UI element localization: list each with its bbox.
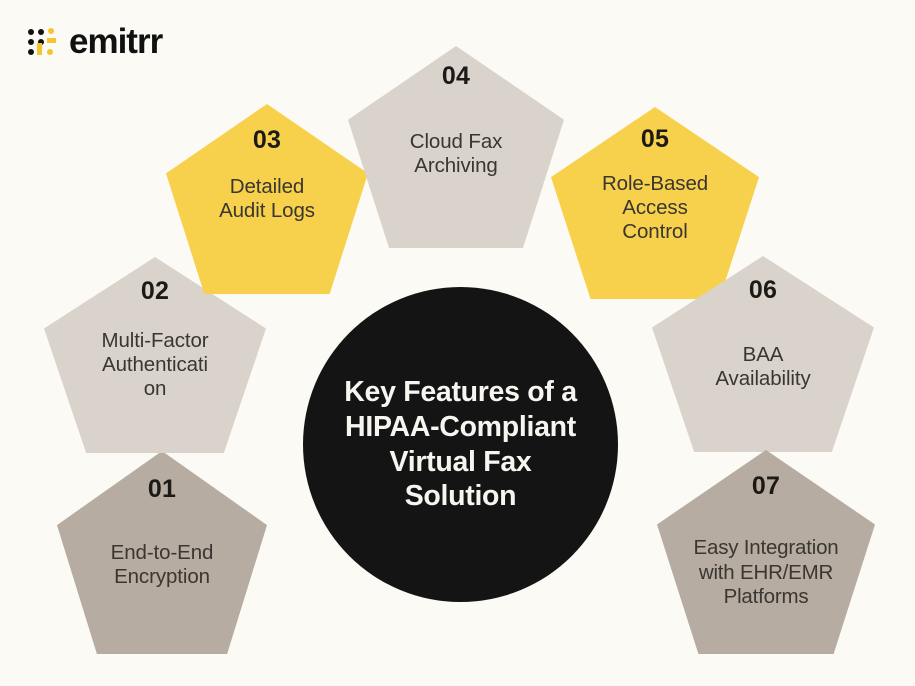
feature-number: 03 bbox=[252, 126, 282, 154]
emitrr-dot-grid-logo-icon bbox=[28, 26, 58, 58]
feature-number: 04 bbox=[441, 62, 471, 90]
feature-number: 07 bbox=[751, 472, 781, 500]
feature-number: 01 bbox=[147, 475, 177, 503]
feature-label: Multi-Factor Authenticati on bbox=[101, 329, 209, 401]
feature-label: BAA Availability bbox=[715, 343, 811, 391]
feature-label: Cloud Fax Archiving bbox=[409, 130, 503, 178]
feature-label: Role-Based Access Control bbox=[601, 172, 709, 244]
feature-pentagon-07[interactable]: 07 bbox=[657, 450, 875, 654]
feature-pentagon-01[interactable]: 01 End-to-End Encryption bbox=[57, 451, 267, 654]
feature-number: 02 bbox=[140, 277, 170, 305]
feature-label: Detailed Audit Logs bbox=[219, 175, 315, 223]
feature-pentagon-05[interactable]: 05 Role-Based Access Control bbox=[551, 107, 759, 299]
feature-pentagon-03[interactable]: 03 Detailed Audit Logs bbox=[166, 104, 368, 294]
feature-label: End-to-End Encryption bbox=[110, 541, 214, 589]
feature-pentagon-07-wrapper: 07 Easy Integration with EHR/EMR Platfor… bbox=[657, 450, 875, 654]
feature-pentagon-04[interactable]: 04 Cloud Fax Archiving bbox=[348, 46, 564, 248]
brand-logo: emitrr bbox=[28, 22, 163, 61]
feature-number: 05 bbox=[640, 125, 670, 153]
page-title: Key Features of a HIPAA-Compliant Virtua… bbox=[344, 375, 577, 513]
center-hub: Key Features of a HIPAA-Compliant Virtua… bbox=[303, 287, 618, 602]
feature-number: 06 bbox=[748, 276, 778, 304]
brand-name: emitrr bbox=[69, 22, 163, 61]
